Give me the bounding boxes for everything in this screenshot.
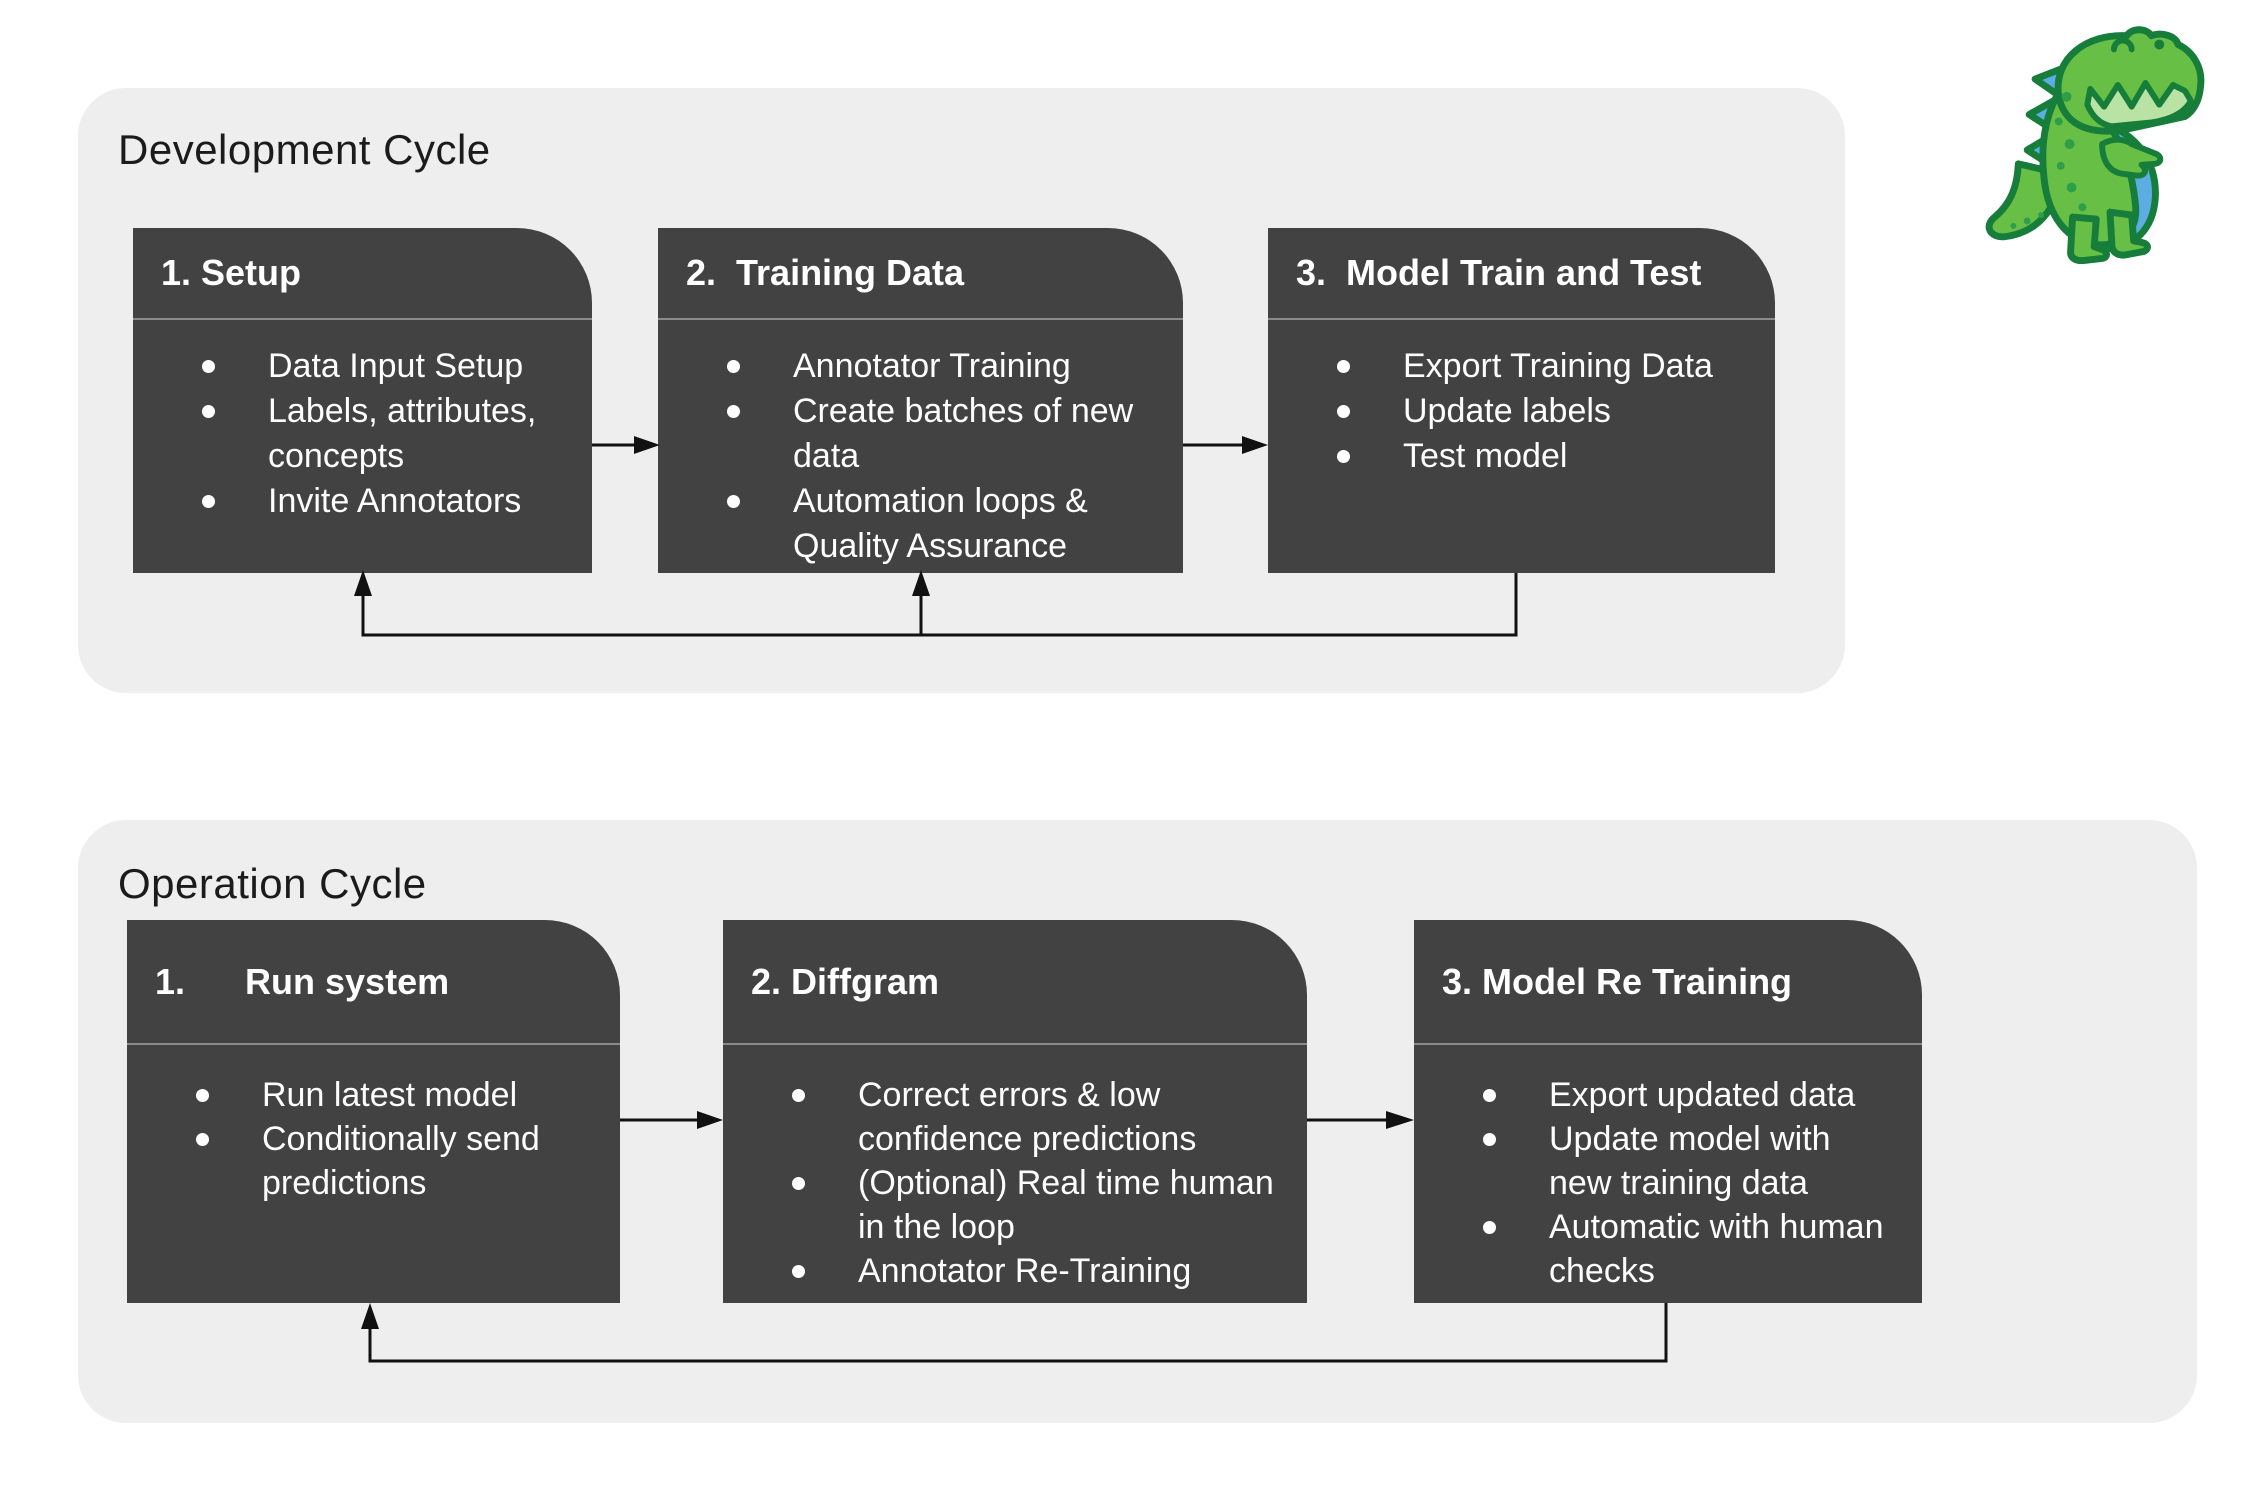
diffgram-dino-logo [1985,26,2205,265]
development-cycle-title: Development Cycle [118,126,491,173]
op-box-model-retraining-header: 3. Model Re Training [1414,920,1922,1045]
dev-box-training-data-header: 2. Training Data [658,228,1183,320]
list-item: Export Training Data [1337,344,1755,389]
dino-arm [2099,136,2164,179]
dino-leg [2106,208,2151,259]
list-item: Labels, attributes, concepts [202,389,572,479]
list-item: Conditionally send predictions [196,1117,600,1205]
list-item: Automatic with human checks [1483,1205,1902,1293]
dino-mouth [2084,80,2194,130]
dev-box-model-train-test-header: 3. Model Train and Test [1268,228,1775,320]
op-box-run-system: 1. Run system Run latest model Condition… [127,920,620,1303]
list-item: Update model with new training data [1483,1117,1902,1205]
list-item: Test model [1337,434,1755,479]
list-item: Update labels [1337,389,1755,434]
bullet-list: Export updated data Update model with ne… [1414,1073,1922,1293]
op-box-run-system-body: Run latest model Conditionally send pred… [127,1045,620,1205]
op-box-diffgram-header: 2. Diffgram [723,920,1307,1045]
dino-spots [2010,91,2087,229]
operation-cycle-title: Operation Cycle [118,860,427,907]
dev-box-training-data: 2. Training Data Annotator Training Crea… [658,228,1183,573]
list-item: Annotator Training [727,344,1163,389]
list-item: Annotator Re-Training [792,1249,1287,1293]
list-item: Create batches of new data [727,389,1163,479]
op-box-model-retraining: 3. Model Re Training Export updated data… [1414,920,1922,1303]
bullet-list: Data Input Setup Labels, attributes, con… [133,344,592,524]
dev-box-setup: 1. Setup Data Input Setup Labels, attrib… [133,228,592,573]
list-item: Invite Annotators [202,479,572,524]
list-item: Automation loops & Quality Assurance [727,479,1163,569]
list-item: (Optional) Real time human in the loop [792,1161,1287,1249]
dev-box-model-train-test: 3. Model Train and Test Export Training … [1268,228,1775,573]
bullet-list: Export Training Data Update labels Test … [1268,344,1775,479]
op-box-run-system-header: 1. Run system [127,920,620,1045]
op-box-model-retraining-body: Export updated data Update model with ne… [1414,1045,1922,1293]
dev-box-setup-header: 1. Setup [133,228,592,320]
op-box-diffgram-body: Correct errors & low confidence predicti… [723,1045,1307,1293]
bullet-list: Correct errors & low confidence predicti… [723,1073,1307,1293]
dev-box-setup-body: Data Input Setup Labels, attributes, con… [133,320,592,524]
dino-eye-closed [2110,37,2135,53]
list-item: Run latest model [196,1073,600,1117]
dino-eye-pupil [2154,39,2165,50]
list-item: Export updated data [1483,1073,1902,1117]
bullet-list: Run latest model Conditionally send pred… [127,1073,620,1205]
list-item: Data Input Setup [202,344,572,389]
dev-box-training-data-body: Annotator Training Create batches of new… [658,320,1183,569]
list-item: Correct errors & low confidence predicti… [792,1073,1287,1161]
bullet-list: Annotator Training Create batches of new… [658,344,1183,569]
op-box-diffgram: 2. Diffgram Correct errors & low confide… [723,920,1307,1303]
dino-leg [2067,213,2110,265]
dev-box-model-train-test-body: Export Training Data Update labels Test … [1268,320,1775,479]
